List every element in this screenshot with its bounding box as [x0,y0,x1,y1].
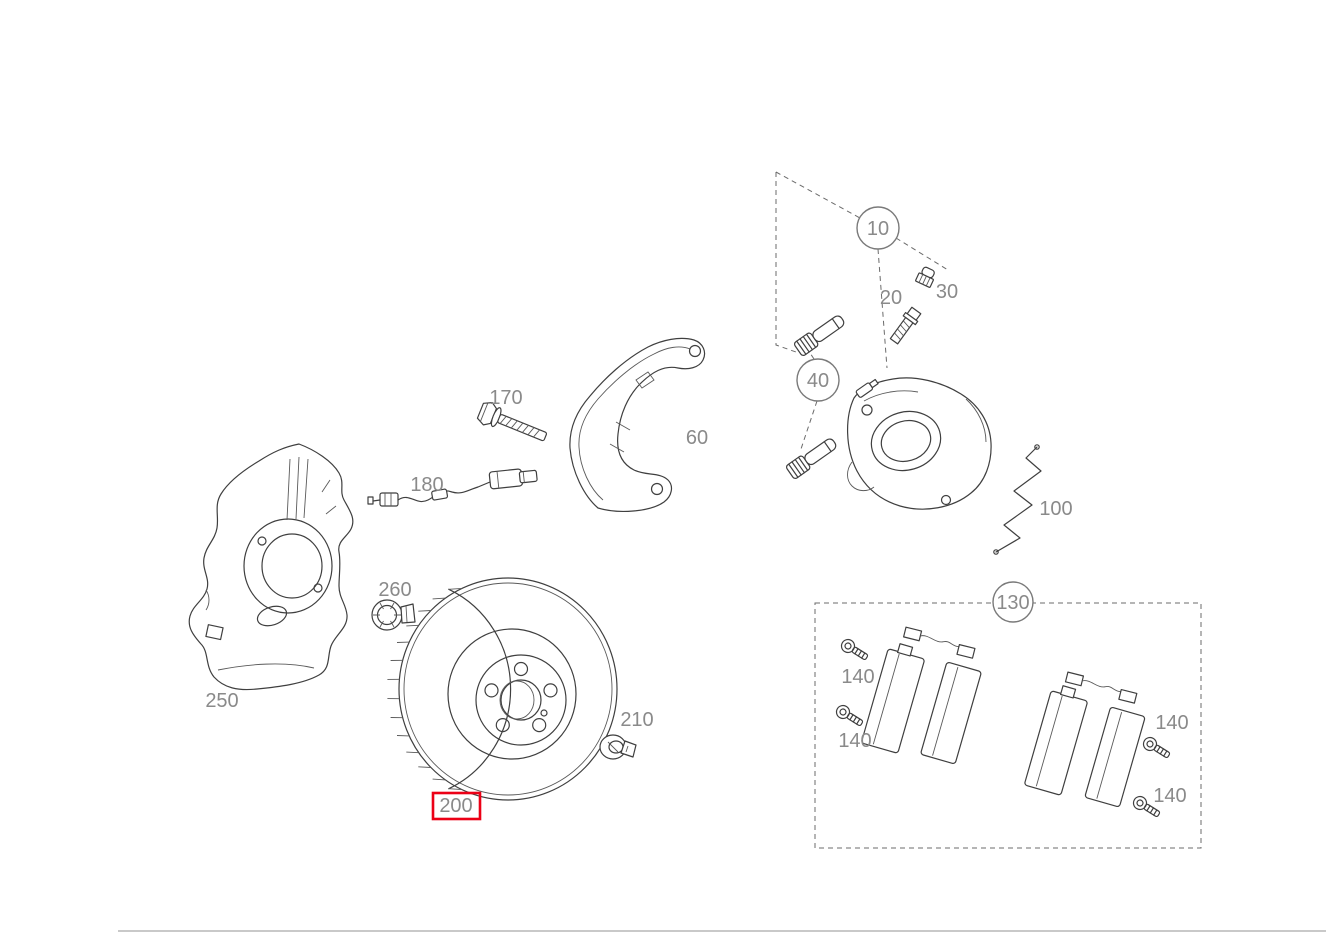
guide-bolt-drawing [889,306,922,345]
caliper-bracket-bolt-drawing [476,402,548,442]
callout-200-label[interactable]: 200 [439,795,472,817]
brake-pad-left-rear-drawing [920,662,982,764]
brake-pad-right-rear-drawing [1084,706,1146,808]
callout-130[interactable]: 130 [992,581,1034,623]
callout-10-label[interactable]: 10 [867,218,889,240]
callout-210-label[interactable]: 210 [620,709,653,731]
callout-40[interactable]: 40 [796,358,840,402]
brake-pad-left-front-drawing [861,643,925,754]
highlight-box-200 [431,791,482,821]
callout-140c-label[interactable]: 140 [1155,712,1188,734]
hub-bolt-drawing [599,734,637,760]
retaining-spring-drawing [993,444,1042,555]
callout-250-label[interactable]: 250 [205,690,238,712]
callout-40-label[interactable]: 40 [807,370,829,392]
callout-170-label[interactable]: 170 [489,387,522,409]
callout-30-label[interactable]: 30 [936,281,958,303]
callout-10[interactable]: 10 [856,206,900,250]
caliper-carrier-drawing [569,337,706,512]
callout-100-label[interactable]: 100 [1039,498,1072,520]
brake-pad-right-front-drawing [1024,685,1088,796]
pad-screw-a-drawing [838,636,871,664]
brake-caliper-drawing [846,377,992,510]
callout-140d-label[interactable]: 140 [1153,785,1186,807]
pad-screw-c-drawing [1140,734,1173,762]
callout-180-label[interactable]: 180 [410,474,443,496]
callout-20-label[interactable]: 20 [880,287,902,309]
callout-140b-label[interactable]: 140 [838,730,871,752]
pad-hardware-left-drawing [903,626,976,659]
guide-pin-lower-drawing [784,434,840,481]
brake-disc-drawing [387,577,618,801]
callout-140a-label[interactable]: 140 [841,666,874,688]
pad-hardware-right-drawing [1064,671,1138,704]
disc-set-screw-drawing [371,599,416,631]
callout-60-label[interactable]: 60 [686,427,708,449]
guide-pin-upper-drawing [792,311,848,358]
callout-130-label[interactable]: 130 [996,592,1029,614]
splash-shield-drawing [188,443,354,691]
bleeder-cap-drawing [915,266,935,288]
callout-260-label[interactable]: 260 [378,579,411,601]
brake-wear-sensor-drawing [367,468,538,507]
pad-screw-b-drawing [833,702,866,730]
